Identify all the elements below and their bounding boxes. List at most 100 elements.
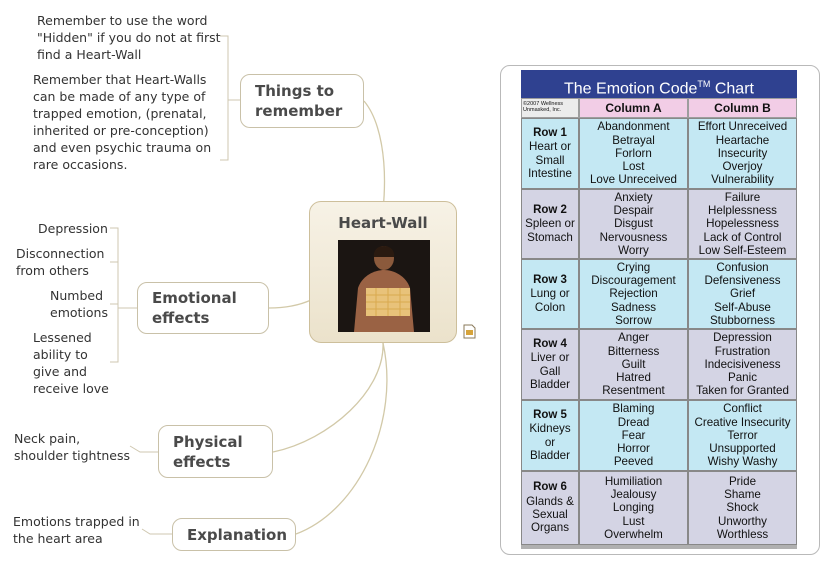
emotion-item: Rejection <box>609 287 658 301</box>
topic-label: Physical effects <box>173 432 243 471</box>
emotion-item: Taken for Granted <box>696 384 789 398</box>
emotion-item: Jealousy <box>610 488 657 502</box>
emotion-item: Fear <box>621 428 646 442</box>
emotion-item: Worthless <box>716 527 769 541</box>
emotion-item: Effort Unreceived <box>697 120 788 134</box>
topic-label: Explanation <box>187 525 288 544</box>
row-organs: Liver or Gall Bladder <box>530 351 570 391</box>
emotion-item: Indecisiveness <box>704 357 781 371</box>
emotion-item: Lost <box>622 160 645 174</box>
emotion-item: Shame <box>724 488 761 502</box>
emotion-item: Dread <box>617 415 650 429</box>
emotion-item: Vulnerability <box>711 173 774 187</box>
emotion-item: Conflict <box>723 402 762 416</box>
emotion-code-chart: The Emotion CodeTM Chart ©2007 Wellness … <box>521 70 797 549</box>
topic-physical-effects[interactable]: Physical effects <box>158 425 273 478</box>
emotion-item: Stubborness <box>709 313 776 327</box>
row-number: Row 4 <box>533 337 567 350</box>
emotion-item: Grief <box>729 287 756 301</box>
emotion-item: Longing <box>612 501 655 515</box>
emotion-item: Helplessness <box>708 204 777 218</box>
emotion-item: Blaming <box>612 402 655 416</box>
note-heart-wall-types: Remember that Heart-Walls can be made of… <box>33 72 212 172</box>
emotion-item: Disgust <box>614 217 653 231</box>
emotion-item: Crying <box>616 260 651 274</box>
chart-title-suffix: Chart <box>710 80 754 98</box>
column-a-header: Column A <box>579 98 688 118</box>
row-number: Row 2 <box>533 204 567 217</box>
emotion-item: Sadness <box>610 300 657 314</box>
emotion-item: Confusion <box>716 260 769 274</box>
emotion-item: Worry <box>618 243 649 257</box>
note-neck-pain: Neck pain, shoulder tightness <box>14 431 130 463</box>
row-number: Row 1 <box>533 126 567 139</box>
attachment-icon[interactable] <box>463 324 476 339</box>
emotion-item: Love Unreceived <box>589 173 677 187</box>
row-number: Row 5 <box>533 408 567 421</box>
topic-things-to-remember[interactable]: Things to remember <box>240 74 364 128</box>
emotion-item: Guilt <box>621 357 646 371</box>
emotion-item: Overwhelm <box>604 527 663 541</box>
emotion-item: Abandonment <box>597 120 670 134</box>
row-organs: Lung or Colon <box>530 287 570 314</box>
emotion-item: Despair <box>613 204 654 218</box>
emotion-item: Peeved <box>613 455 654 469</box>
emotion-item: Lust <box>622 514 645 528</box>
chart-title: The Emotion CodeTM Chart <box>521 70 797 98</box>
emotion-item: Anxiety <box>614 190 653 204</box>
emotion-item: Overjoy <box>722 160 763 174</box>
row-number: Row 3 <box>533 274 567 287</box>
emotion-item: Hopelessness <box>706 217 779 231</box>
row-organs: Glands & Sexual Organs <box>526 494 574 535</box>
topic-emotional-effects[interactable]: Emotional effects <box>137 282 269 334</box>
topic-explanation[interactable]: Explanation <box>172 518 296 551</box>
emotion-item: Low Self-Esteem <box>698 243 787 257</box>
emotion-item: Unworthy <box>718 514 767 528</box>
chart-copyright: ©2007 Wellness Unmasked, Inc. <box>521 98 579 118</box>
emotion-item: Hatred <box>616 371 651 385</box>
emotion-item: Resentment <box>602 384 665 398</box>
central-topic[interactable]: Heart-Wall <box>309 201 457 343</box>
emotion-item: Anger <box>618 331 649 345</box>
note-lessened-ability: Lessened ability to give and receive lov… <box>33 330 109 396</box>
chart-title-text: The Emotion Code <box>564 80 698 98</box>
emotion-item: Lack of Control <box>703 230 782 244</box>
heart-wall-photo <box>338 240 430 332</box>
emotion-item: Creative Insecurity <box>694 415 791 429</box>
emotion-item: Panic <box>727 371 757 385</box>
emotion-item: Heartache <box>715 133 770 147</box>
emotion-item: Forlorn <box>615 146 652 160</box>
row-number: Row 6 <box>533 481 567 494</box>
emotion-item: Terror <box>727 428 758 442</box>
row-organs: Kidneys or Bladder <box>529 422 571 462</box>
column-b-header: Column B <box>688 98 797 118</box>
emotion-item: Discouragement <box>591 274 676 288</box>
trademark-mark: TM <box>697 79 711 89</box>
note-emotions-trapped: Emotions trapped in the heart area <box>13 514 140 546</box>
note-numbed-emotions: Numbed emotions <box>50 288 108 320</box>
emotion-item: Insecurity <box>717 146 768 160</box>
note-depression: Depression <box>38 221 108 236</box>
note-hidden-reminder: Remember to use the word "Hidden" if you… <box>37 13 221 62</box>
emotion-item: Unsupported <box>709 442 776 456</box>
emotion-item: Wishy Washy <box>707 455 778 469</box>
topic-label: Things to remember <box>255 82 343 120</box>
emotion-item: Depression <box>713 331 772 345</box>
emotion-item: Bitterness <box>607 344 660 358</box>
emotion-item: Defensiveness <box>704 274 781 288</box>
